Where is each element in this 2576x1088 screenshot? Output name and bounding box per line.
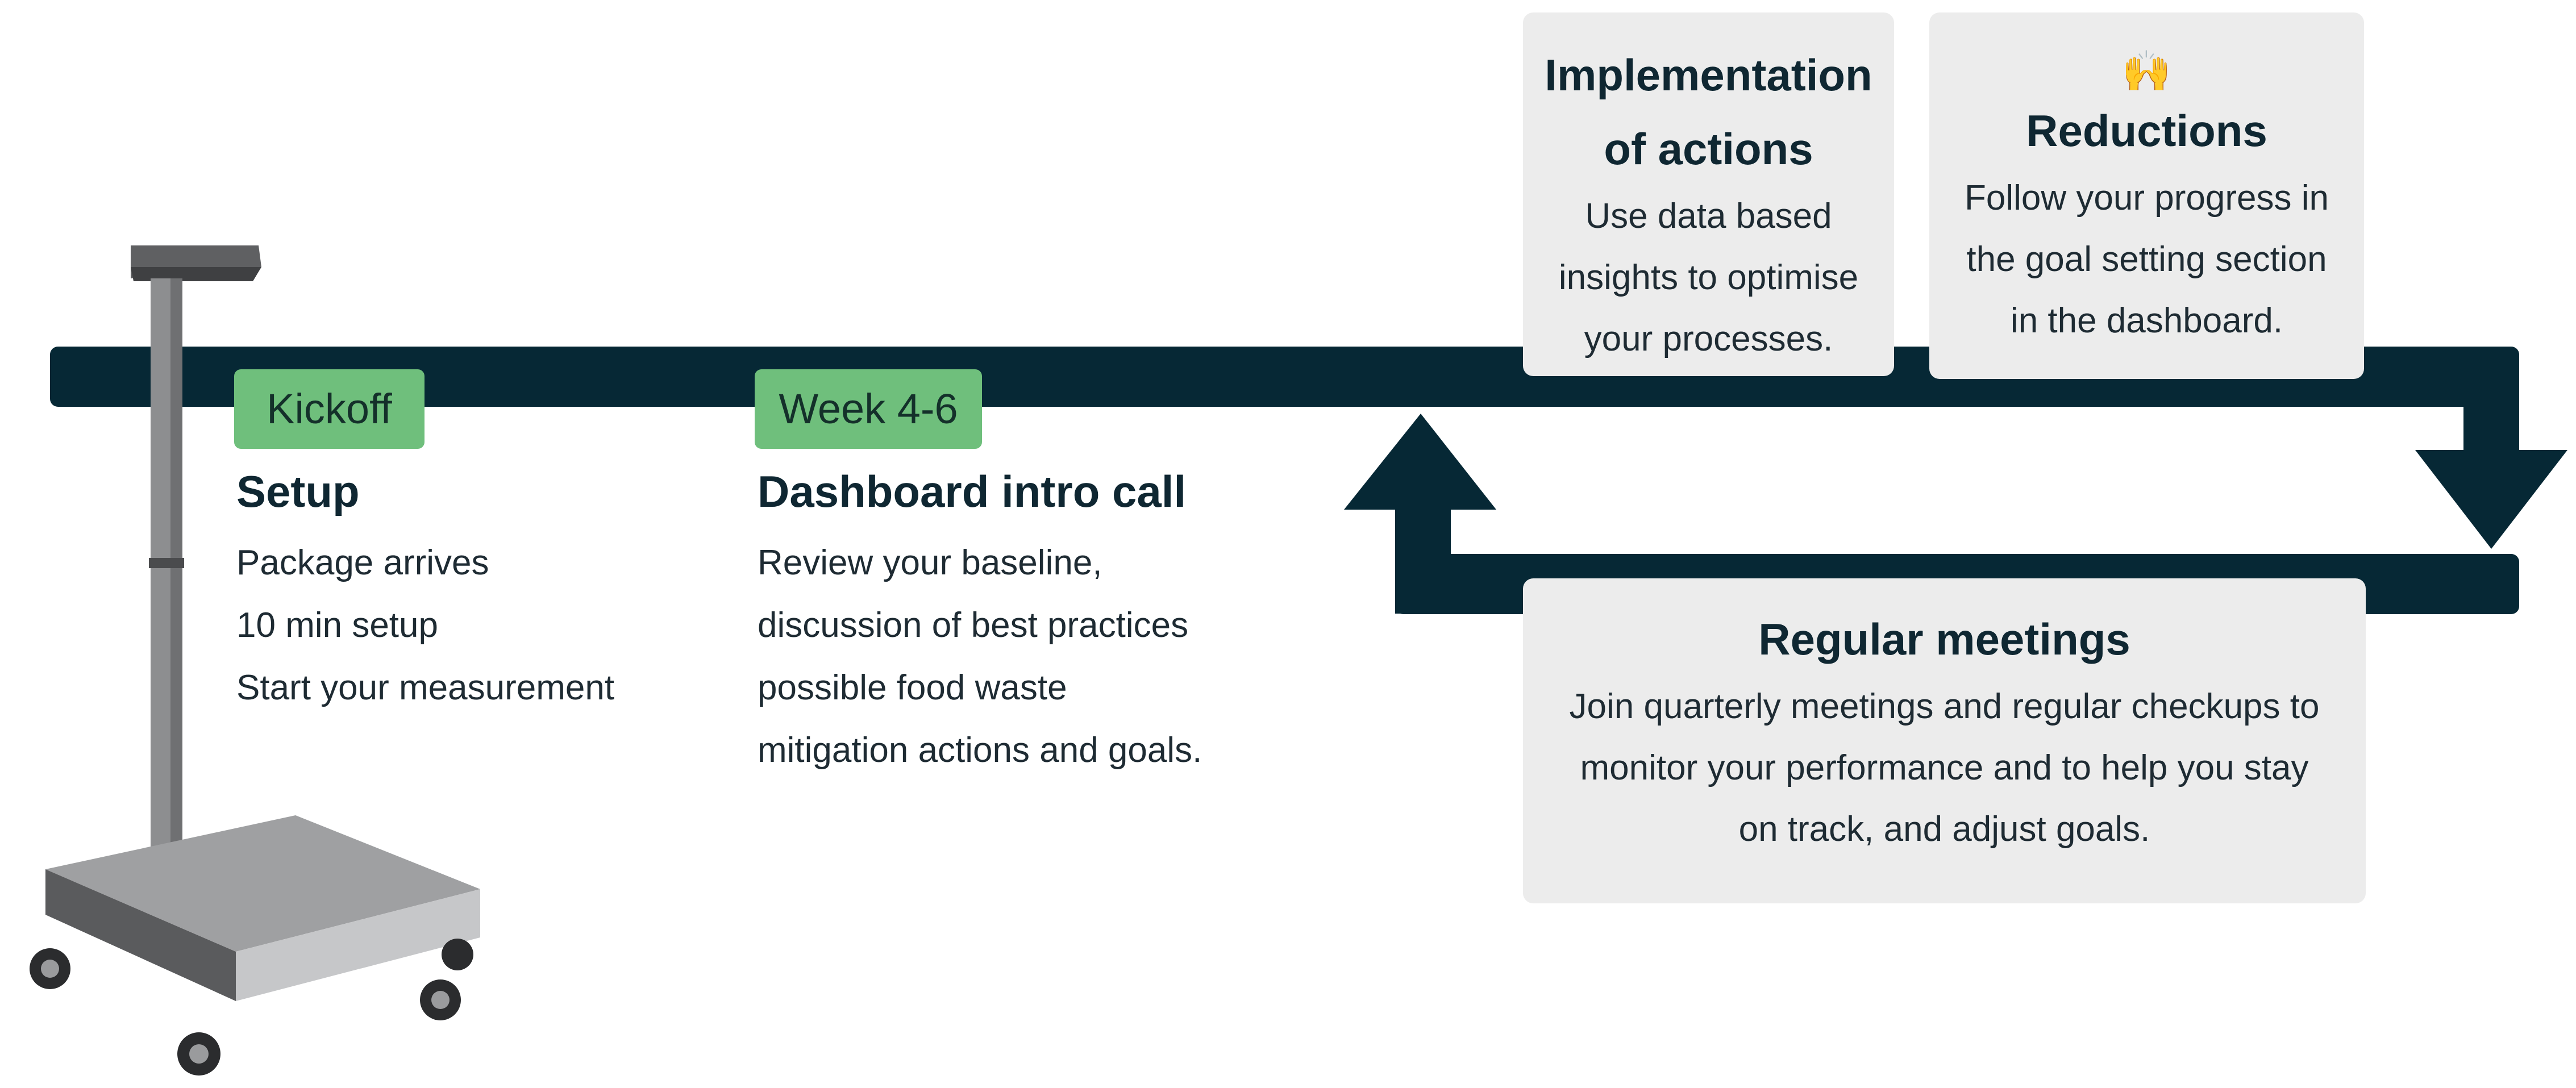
raised-hands-icon: 🙌: [2121, 49, 2172, 93]
reductions-title: Reductions: [2026, 106, 2267, 156]
regular-meetings-title: Regular meetings: [1758, 614, 2130, 664]
implementation-body: Use data based insights to optimise your…: [1523, 186, 1894, 370]
timeline-bar: [50, 347, 2519, 407]
down-arrow-head: [2415, 450, 2567, 549]
regular-meetings-body-line: monitor your performance and to help you…: [1580, 748, 2309, 787]
implementation-card: Implementation of actions Use data based…: [1523, 12, 1894, 376]
up-arrow-head: [1344, 414, 1496, 510]
regular-meetings-card: Regular meetings Join quarterly meetings…: [1523, 578, 2366, 903]
dashboard-intro-line: Review your baseline,: [758, 543, 1102, 582]
setup-line: Package arrives: [236, 543, 489, 582]
regular-meetings-body: Join quarterly meetings and regular chec…: [1523, 676, 2366, 860]
setup-description: Package arrives 10 min setup Start your …: [236, 532, 614, 719]
up-connector: [1395, 506, 1451, 614]
implementation-title: Implementation of actions: [1523, 12, 1894, 186]
dashboard-intro-description: Review your baseline, discussion of best…: [758, 532, 1202, 782]
reductions-body-line: in the dashboard.: [2010, 301, 2283, 340]
regular-meetings-body-line: on track, and adjust goals.: [1738, 810, 2150, 849]
setup-title: Setup: [236, 466, 360, 516]
kickoff-badge: Kickoff: [234, 369, 425, 449]
regular-meetings-body-line: Join quarterly meetings and regular chec…: [1569, 687, 2320, 726]
right-connector: [2463, 369, 2519, 452]
dashboard-intro-line: mitigation actions and goals.: [758, 731, 1202, 770]
implementation-title-line: Implementation: [1545, 50, 1872, 100]
implementation-body-line: your processes.: [1584, 319, 1833, 359]
reductions-body-line: the goal setting section: [1966, 240, 2327, 279]
reductions-card: 🙌 Reductions Follow your progress in the…: [1929, 12, 2364, 379]
weighing-scale-illustration: [30, 245, 480, 1076]
reductions-body: Follow your progress in the goal setting…: [1929, 168, 2364, 352]
implementation-body-line: insights to optimise: [1558, 258, 1859, 297]
implementation-title-line: of actions: [1604, 124, 1813, 174]
dashboard-intro-line: possible food waste: [758, 668, 1067, 707]
week-badge: Week 4-6: [755, 369, 982, 449]
dashboard-intro-title: Dashboard intro call: [758, 466, 1187, 516]
reductions-body-line: Follow your progress in: [1965, 178, 2329, 218]
dashboard-intro-line: discussion of best practices: [758, 606, 1189, 645]
setup-line: 10 min setup: [236, 606, 438, 645]
implementation-body-line: Use data based: [1585, 197, 1832, 236]
setup-line: Start your measurement: [236, 668, 615, 707]
